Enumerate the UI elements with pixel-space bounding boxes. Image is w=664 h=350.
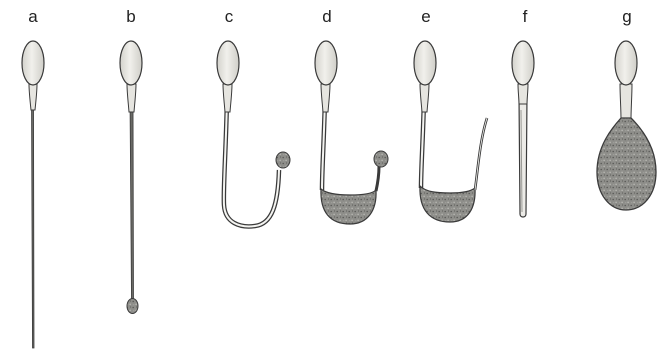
sperm-d-tail-end — [376, 166, 379, 191]
sperm-e — [414, 41, 487, 222]
sperm-c-midpiece — [223, 84, 232, 112]
sperm-a-head — [22, 41, 44, 85]
sperm-f — [512, 41, 534, 217]
sperm-c — [217, 41, 290, 226]
sperm-b-droplet — [127, 299, 138, 314]
sperm-c-head — [217, 41, 239, 85]
sperm-g-cytoplasm — [597, 118, 656, 210]
sperm-a-midpiece — [29, 84, 37, 110]
sperm-e-tail-end — [475, 118, 487, 190]
sperm-b — [120, 41, 142, 314]
sperm-g — [597, 41, 656, 210]
sperm-f-head — [512, 41, 534, 85]
sperm-b-midpiece — [127, 84, 136, 112]
sperm-e-head — [414, 41, 436, 85]
sperm-e-cytoplasm — [420, 186, 475, 222]
sperm-d-midpiece — [321, 84, 330, 112]
sperm-b-tail — [130, 100, 134, 302]
sperm-b-head — [120, 41, 142, 85]
sperm-g-head — [615, 41, 637, 85]
sperm-e-midpiece — [420, 84, 429, 112]
sperm-c-tail — [224, 98, 279, 226]
sperm-g-midpiece — [620, 84, 632, 120]
sperm-a — [22, 41, 44, 348]
sperm-d-cytoplasm — [321, 189, 376, 224]
sperm-d-droplet — [374, 151, 388, 167]
sperm-f-tail — [519, 96, 527, 217]
sperm-c-droplet — [276, 152, 290, 168]
sperm-d — [315, 41, 388, 224]
sperm-a-tail — [32, 100, 35, 348]
sperm-f-midpiece — [518, 84, 528, 104]
sperm-d-head — [315, 41, 337, 85]
